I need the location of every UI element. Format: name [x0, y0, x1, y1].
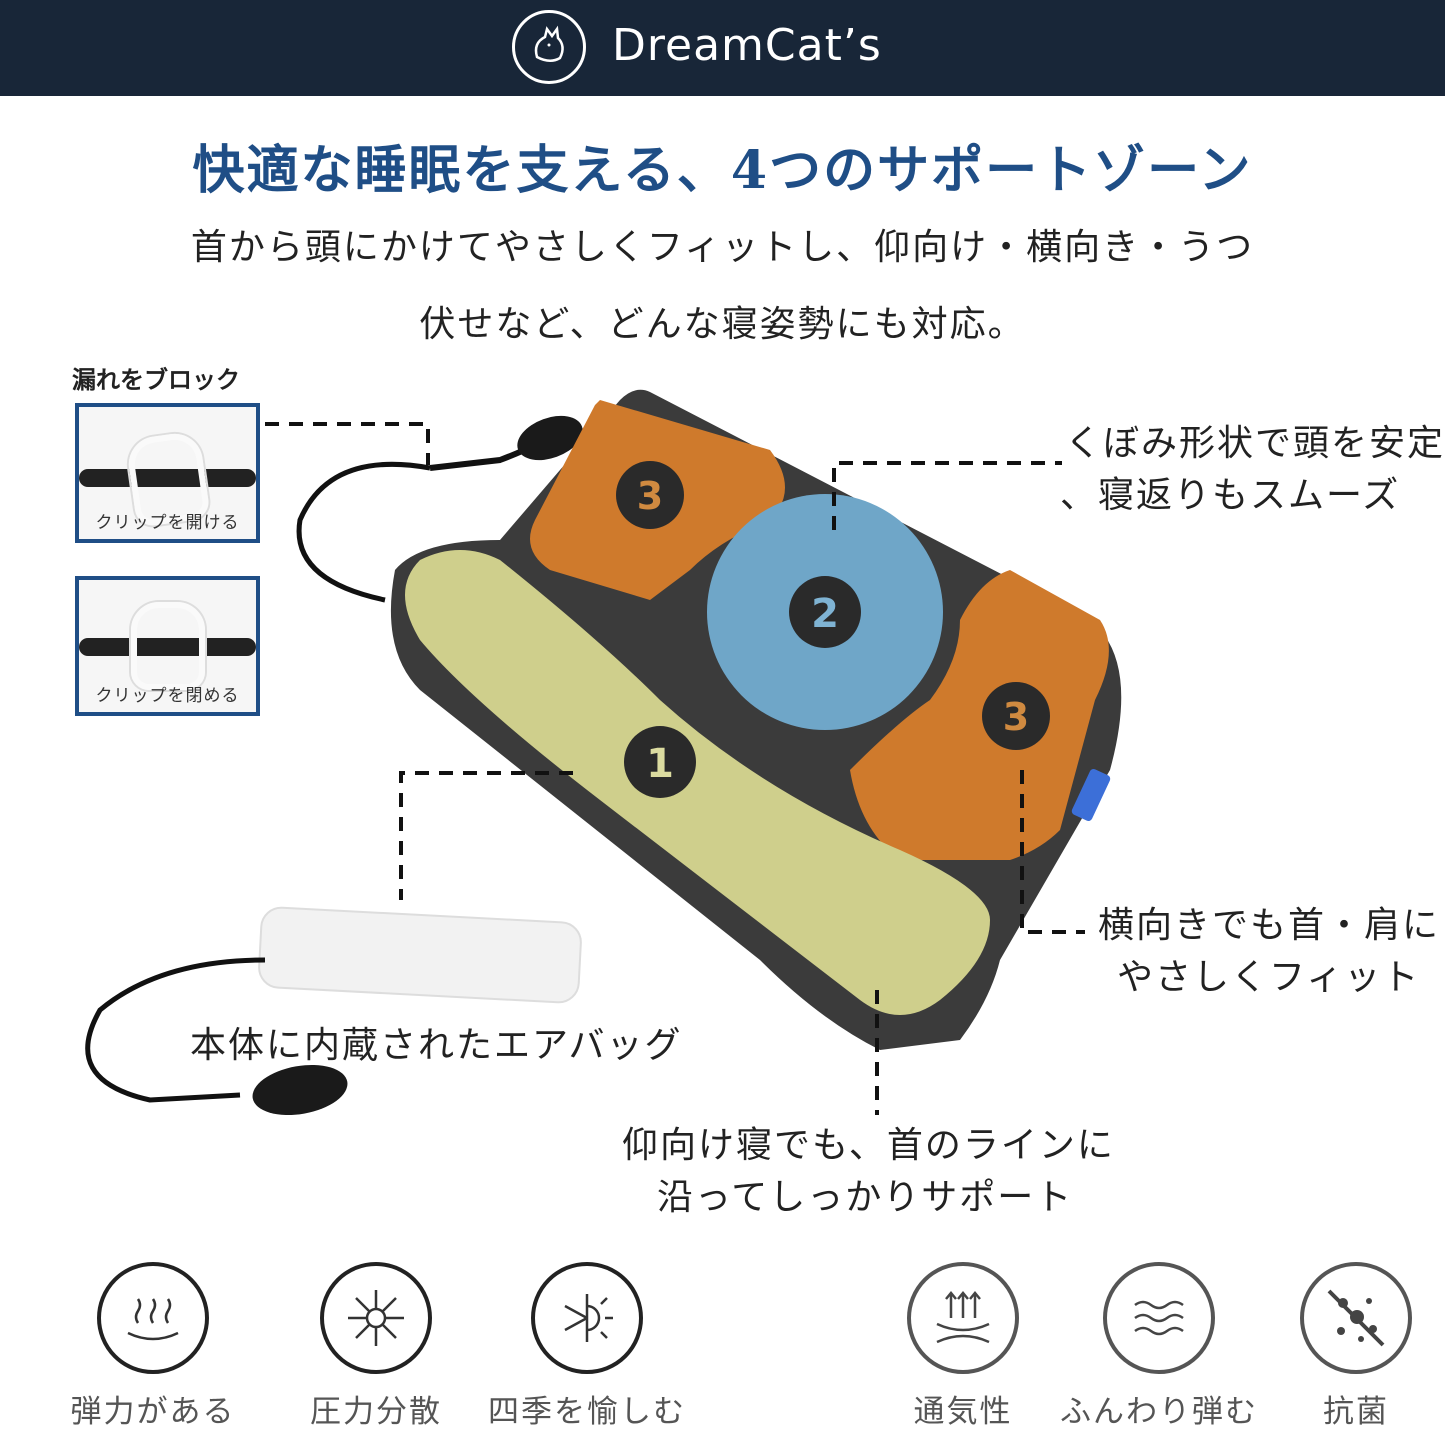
- heat-waves-icon: [97, 1262, 209, 1374]
- feature-label: 圧力分散: [310, 1394, 442, 1430]
- zone-badge-3a: 3: [616, 461, 684, 529]
- subtitle-line-1: 首から頭にかけてやさしくフィットし、仰向け・横向き・うつ: [190, 227, 1255, 268]
- callout-zone-3-line-2: やさしくフィット: [1117, 957, 1421, 998]
- pressure-nodes-icon: [320, 1262, 432, 1374]
- subtitle-line-2: 伏せなど、どんな寝姿勢にも対応。: [419, 304, 1026, 345]
- brand-tag: [1071, 769, 1111, 821]
- clip-open-label: クリップを開ける: [95, 513, 240, 533]
- feature-label: 四季を愉しむ: [488, 1394, 686, 1430]
- callout-zone-1-line-2: 沿ってしっかりサポート: [657, 1177, 1074, 1218]
- soft-bounce-icon: [1103, 1262, 1215, 1374]
- zone-badge-2: 2: [789, 576, 861, 648]
- leader-airbag: [399, 771, 573, 900]
- callout-zone-1-line-1: 仰向け寝でも、首のラインに: [622, 1125, 1115, 1166]
- leader-zone-2: [832, 461, 1062, 530]
- sun-snow-icon: [531, 1262, 643, 1374]
- hose-bottom: [85, 957, 266, 1103]
- feature-label: 通気性: [913, 1394, 1013, 1430]
- hose-cable: [79, 469, 256, 487]
- brand-header: DreamCat’s: [0, 0, 1445, 96]
- callout-zone-3-line-1: 横向きでも首・肩に: [1098, 905, 1441, 946]
- feature-antibacterial: 抗菌: [1291, 1262, 1421, 1430]
- clip-open-image: クリップを開ける: [75, 403, 260, 543]
- callout-airbag: 本体に内蔵されたエアバッグ: [190, 1025, 683, 1066]
- zone-3a-number: 3: [637, 474, 663, 518]
- cat-logo-icon: [512, 10, 586, 84]
- page-title: 快適な睡眠を支える、4つのサポートゾーン: [192, 140, 1253, 201]
- feature-label: ふんわり弾む: [1060, 1394, 1258, 1430]
- zone-2-number: 2: [811, 591, 839, 637]
- zone-1-strip: [405, 550, 990, 1015]
- zone-3-right: [850, 570, 1109, 860]
- brand-name: DreamCat’s: [612, 20, 882, 71]
- feature-breathable: 通気性: [898, 1262, 1028, 1430]
- pump-bulb-bottom-icon: [252, 1064, 348, 1116]
- airbag: [258, 906, 582, 1004]
- feature-label: 弾力がある: [70, 1394, 236, 1430]
- leak-block-title: 漏れをブロック: [72, 365, 240, 394]
- callout-zone-2-line-2: 、寝返りもスムーズ: [1060, 475, 1401, 516]
- zone-badge-1: 1: [624, 726, 696, 798]
- leader-leak: [265, 422, 430, 465]
- zone-badge-3b: 3: [982, 682, 1050, 750]
- clip-closed-icon: [131, 602, 205, 690]
- feature-elastic: 弾力がある: [71, 1262, 234, 1430]
- feature-pressure: 圧力分散: [310, 1262, 441, 1430]
- feature-soft-bounce: ふんわり弾む: [1060, 1262, 1256, 1430]
- zone-3b-number: 3: [1003, 695, 1029, 739]
- zone-1-number: 1: [646, 741, 674, 787]
- callout-zone-2-line-1: くぼみ形状で頭を安定: [1065, 423, 1445, 464]
- feature-label: 抗菌: [1323, 1394, 1389, 1430]
- pump-bulb-top-icon: [517, 415, 583, 461]
- hose-top: [296, 461, 431, 603]
- clip-close-image: クリップを閉める: [75, 576, 260, 716]
- leader-zone-3: [1020, 770, 1085, 934]
- airflow-up-icon: [907, 1262, 1019, 1374]
- antibacterial-icon: [1300, 1262, 1412, 1374]
- clip-close-label: クリップを閉める: [95, 686, 240, 706]
- feature-seasons: 四季を愉しむ: [488, 1262, 684, 1430]
- hose-cable: [79, 638, 256, 656]
- leader-lines: [265, 422, 1085, 1115]
